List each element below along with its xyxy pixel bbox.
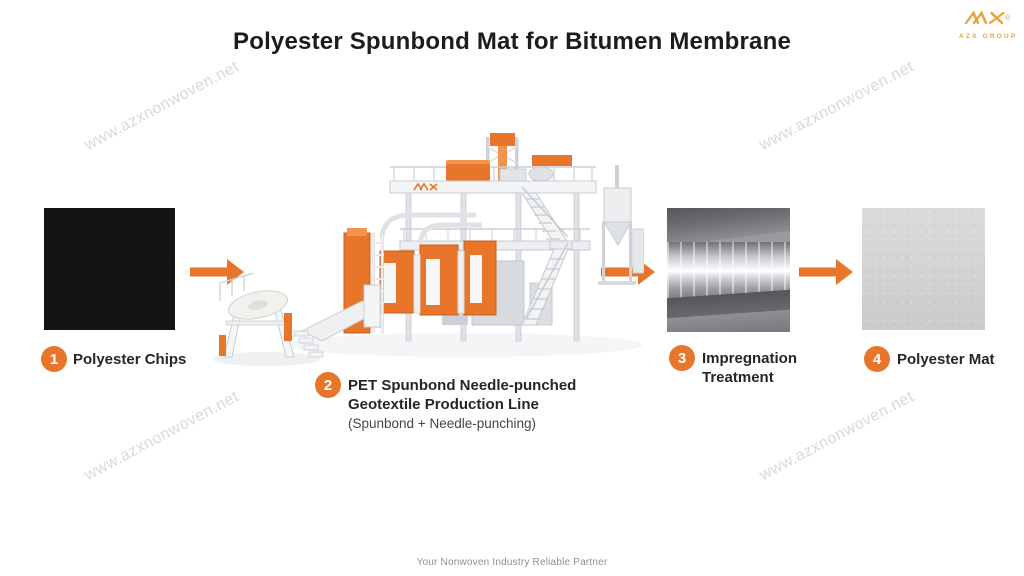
fabric-roller [667,242,790,298]
footer-tagline: Your Nonwoven Industry Reliable Partner [416,557,608,568]
step-badge-3: 3 [669,345,695,371]
step-badge-4: 4 [864,346,890,372]
upper-deck [389,155,597,194]
step-badge-1: 1 [41,346,67,372]
azx-logo-mark-icon: ® [959,9,1015,32]
step-2-line-2: Geotextile Production Line [348,396,539,413]
machine-brand-logo-icon [413,182,438,191]
company-logo-text: AZX GROUP [959,33,1018,40]
step-2-line-3: (Spunbond + Needle-punching) [348,416,537,431]
company-logo: ® AZX GROUP [959,9,1015,40]
staircase [521,186,573,326]
spunbond-production-line-illustration [214,133,644,366]
step-badge-2: 2 [315,372,341,398]
overhead-pipes [379,212,482,244]
needle-loom-machines [379,240,497,316]
winder-unit [219,272,324,358]
watermark-text: www.azxnonwoven.net [81,388,242,485]
conveyor-ramp [300,300,384,342]
winder-steps [293,330,324,358]
step-2-line-1: PET Spunbond Needle-punched [348,377,577,394]
step-label-1: Polyester Chips [73,351,187,368]
step-label-4: Polyester Mat [897,351,995,368]
flow-arrow-icon [799,259,853,285]
watermark-text: www.azxnonwoven.net [756,58,917,155]
registered-trademark-symbol: ® [1004,15,1010,22]
watermark-text: www.azxnonwoven.net [756,388,917,485]
step-label-3: Impregnation Treatment [702,350,798,386]
flow-arrow-icon [190,259,244,285]
polyester-chips-photo [44,208,175,330]
silo-unit [598,165,644,285]
mid-cabinet [363,284,381,328]
polyester-mat-photo [862,208,985,330]
step-label-2: PET Spunbond Needle-punched Geotextile P… [348,376,576,433]
impregnation-roller-photo [667,208,790,332]
page-title: Polyester Spunbond Mat for Bitumen Membr… [233,28,791,55]
top-tower [486,133,519,181]
